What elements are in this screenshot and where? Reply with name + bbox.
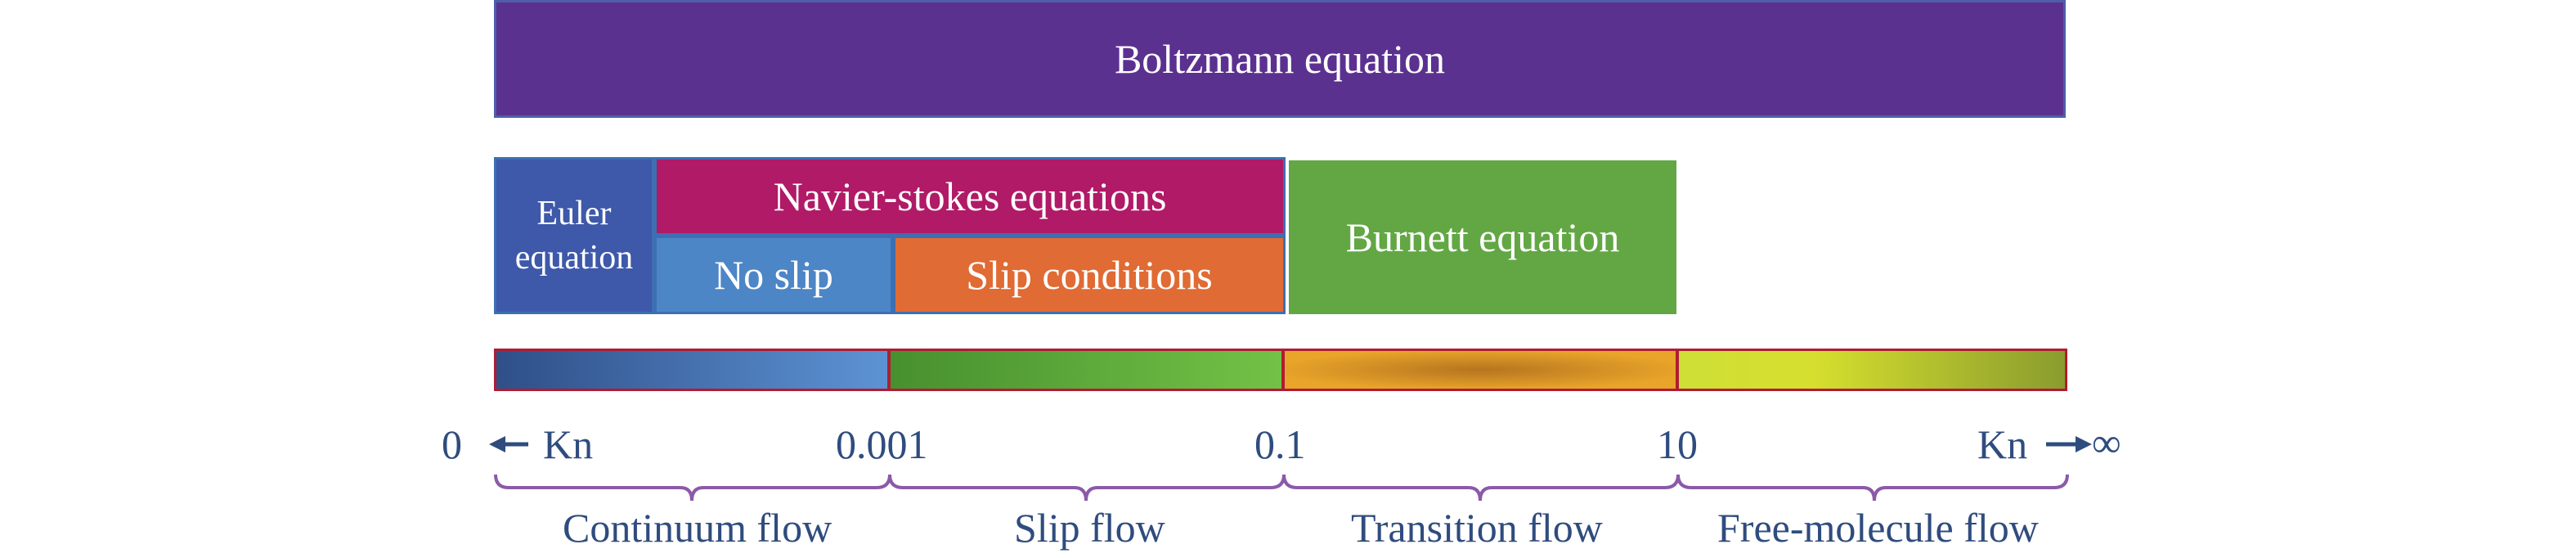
- slip-conditions-label: Slip conditions: [966, 252, 1213, 298]
- continuum-flow-bar: [494, 349, 890, 391]
- transition-flow-bar: [1282, 349, 1678, 391]
- right-arrow-icon: [2046, 436, 2092, 452]
- euler-label-line1: Euler: [536, 195, 612, 232]
- navier-stokes-box: Navier-stokes equations: [654, 157, 1286, 236]
- scale-right-kn-label: Kn: [1977, 421, 2028, 467]
- no-slip-label: No slip: [714, 252, 833, 298]
- left-arrow-icon: [489, 436, 528, 452]
- free-molecule-flow-brace: [1676, 474, 2069, 502]
- tick-label-0-1: 0.1: [1254, 421, 1306, 467]
- infinity-symbol: ∞: [2092, 420, 2121, 466]
- navier-stokes-label: Navier-stokes equations: [773, 173, 1167, 219]
- tick-label-0-001: 0.001: [836, 421, 928, 467]
- regime-label-transition: Transition flow: [1351, 505, 1603, 551]
- boltzmann-equation-box: Boltzmann equation: [494, 0, 2066, 118]
- boltzmann-equation-label: Boltzmann equation: [1114, 36, 1446, 82]
- regime-label-continuum: Continuum flow: [563, 505, 832, 551]
- scale-left-kn-label: Kn: [543, 421, 594, 467]
- tick-label-10: 10: [1657, 421, 1698, 467]
- euler-equation-box: Euler equation: [494, 157, 654, 314]
- free-molecule-flow-bar: [1676, 349, 2067, 391]
- burnett-equation-label: Burnett equation: [1345, 214, 1620, 260]
- scale-zero-label: 0: [442, 421, 462, 467]
- regime-label-free-molecule: Free-molecule flow: [1717, 505, 2039, 551]
- continuum-flow-brace: [494, 474, 891, 502]
- burnett-equation-box: Burnett equation: [1289, 160, 1676, 314]
- slip-conditions-box: Slip conditions: [893, 236, 1286, 314]
- no-slip-box: No slip: [654, 236, 893, 314]
- regime-label-slip: Slip flow: [1014, 505, 1165, 551]
- transition-flow-brace: [1282, 474, 1680, 502]
- regime-braces: [494, 474, 2069, 502]
- euler-label-line2: equation: [514, 239, 634, 277]
- slip-flow-brace: [888, 474, 1286, 502]
- slip-flow-bar: [888, 349, 1284, 391]
